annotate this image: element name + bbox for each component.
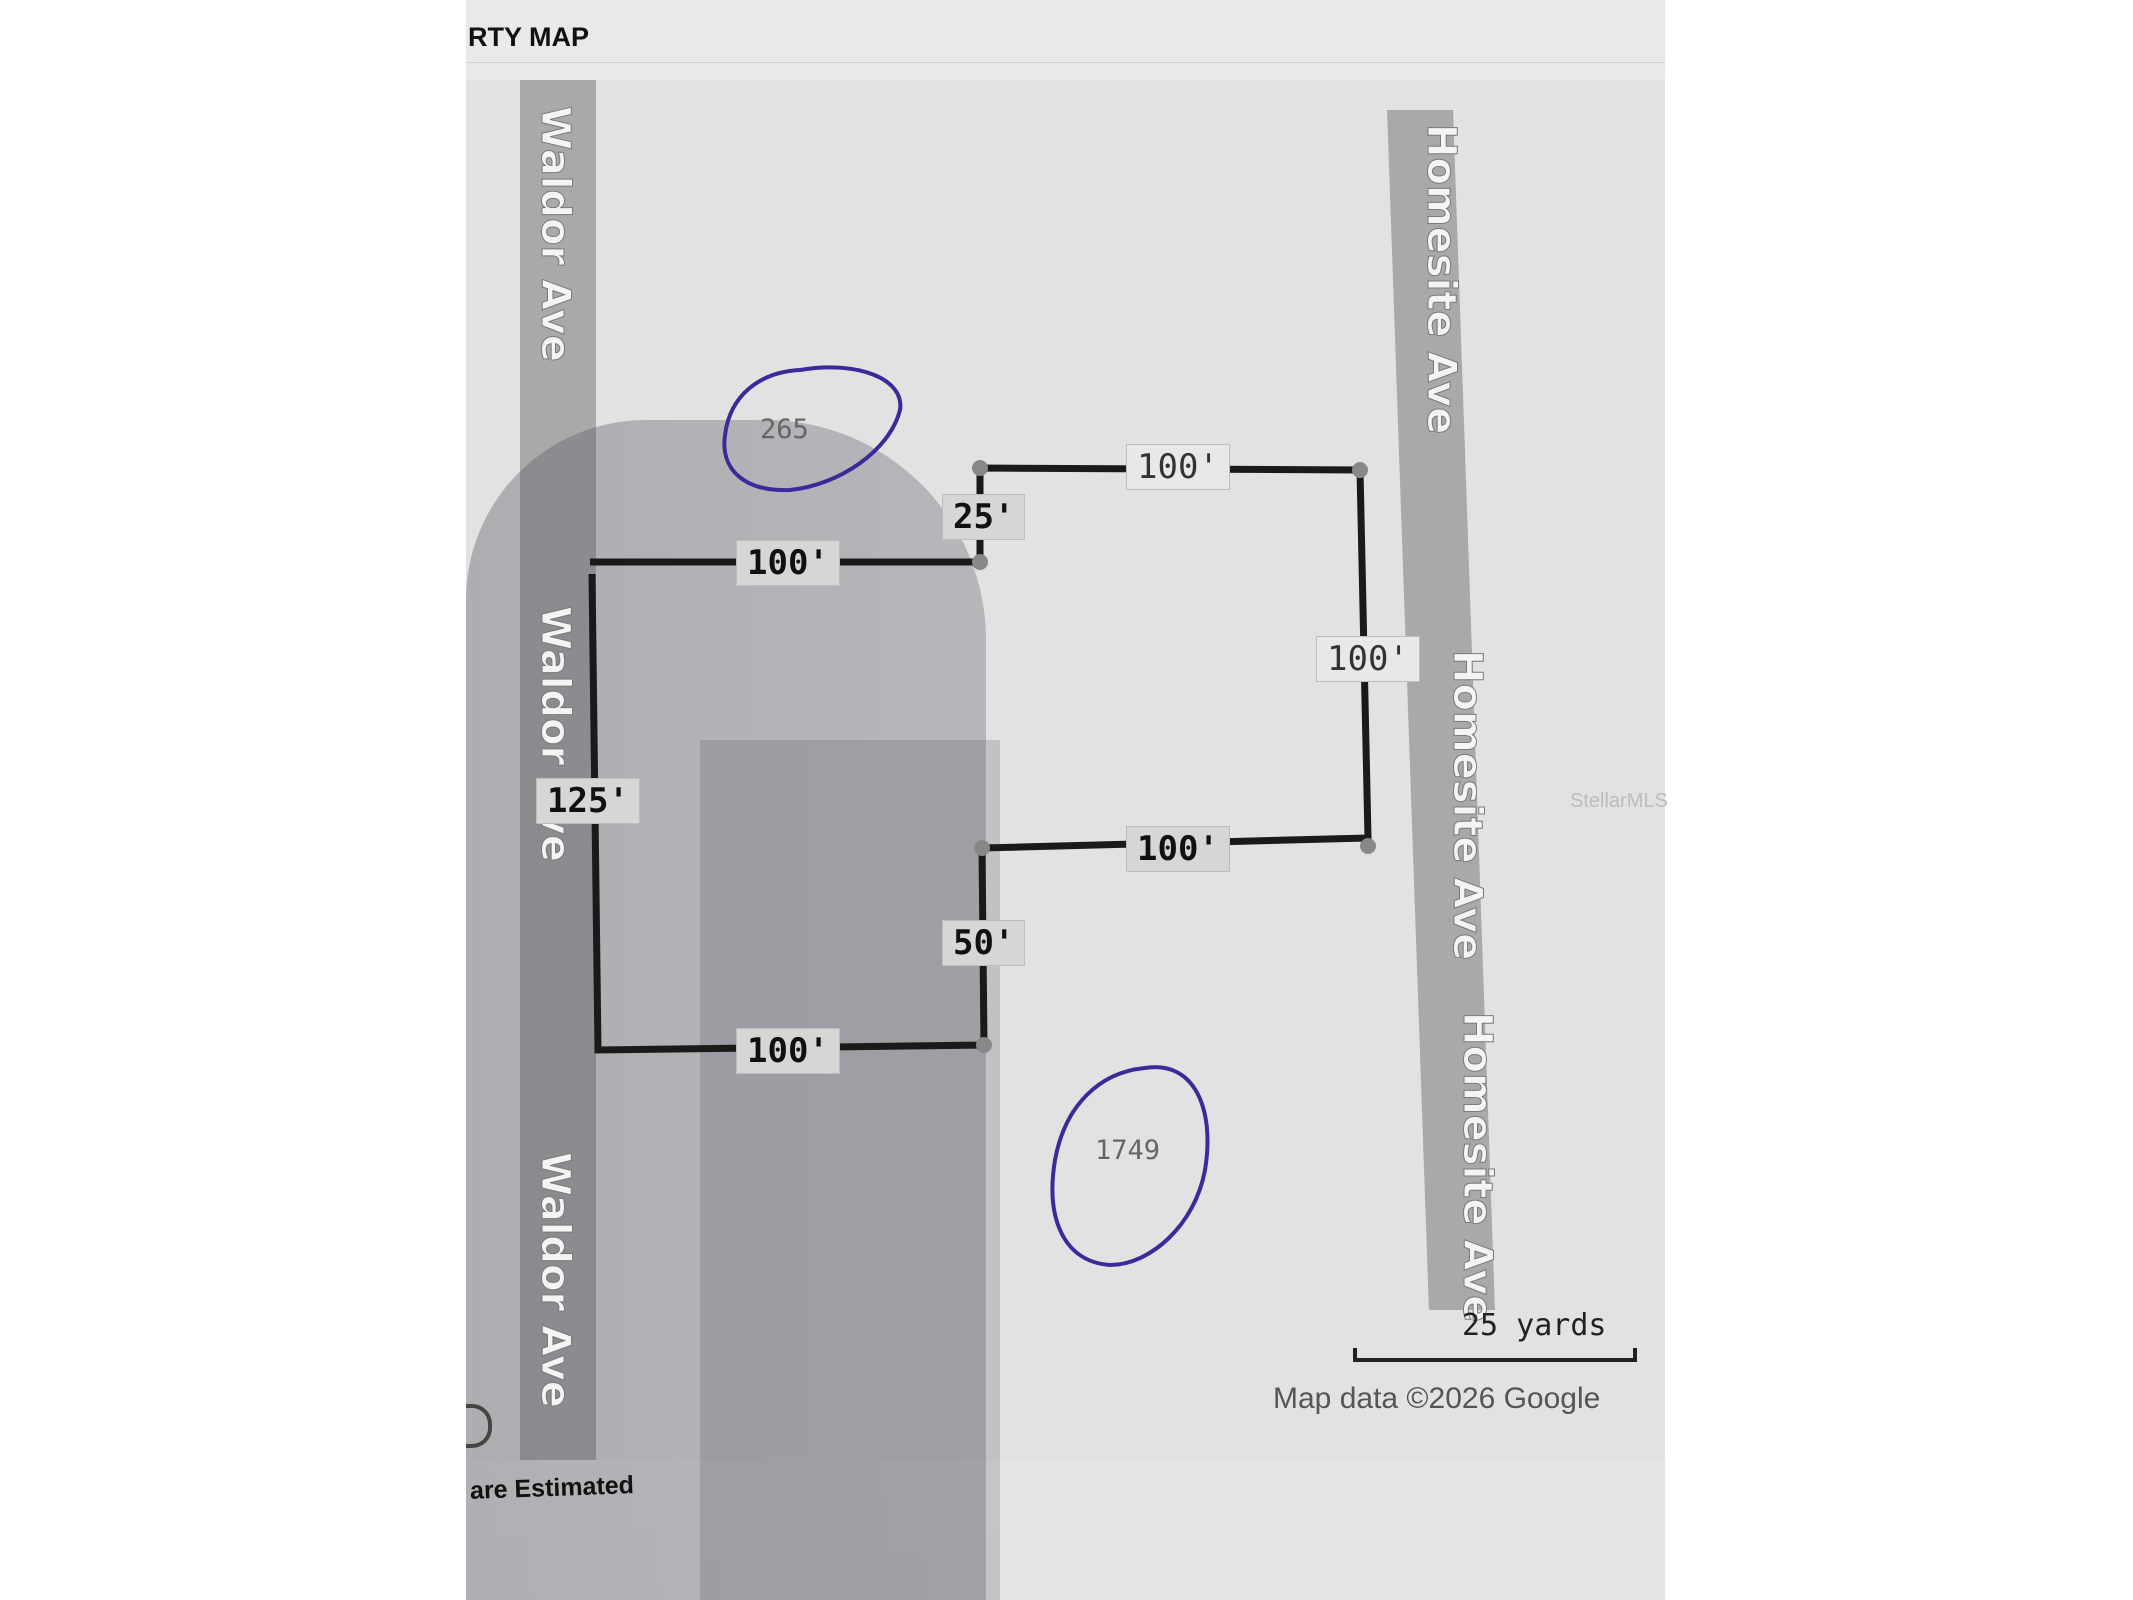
photo-shadow-lower [700, 740, 1000, 1600]
boundary-vertex [976, 1037, 992, 1053]
map-attribution: Map data ©2026 Google [1273, 1382, 1601, 1415]
header-divider [466, 62, 1665, 63]
dimension-label-top-right: 100' [1126, 444, 1230, 490]
circle-265 [722, 365, 903, 493]
dimension-label-top-left: 100' [736, 540, 840, 586]
footer-note: are Estimated [469, 1471, 635, 1505]
dimension-label-middle: 100' [1126, 826, 1230, 872]
scale-label: 25 yards [1462, 1308, 1607, 1343]
dimension-label-left: 125' [536, 778, 640, 824]
scale-bar [1353, 1348, 1637, 1362]
dimension-label-notch: 25' [942, 494, 1026, 540]
road-waldor [520, 80, 596, 1460]
dimension-label-step: 50' [942, 920, 1026, 966]
watermark: StellarMLS [1570, 790, 1668, 812]
parcel-number-265: 265 [760, 414, 809, 445]
dimension-label-right: 100' [1316, 636, 1420, 682]
boundary-vertex [972, 460, 988, 476]
boundary-vertex [1352, 462, 1368, 478]
circle-1749 [1050, 1065, 1210, 1268]
boundary-vertex [974, 840, 990, 856]
dimension-label-bottom: 100' [736, 1028, 840, 1074]
google-logo-icon [466, 1404, 492, 1448]
photo-shadow [466, 420, 986, 1600]
boundary-vertex [972, 554, 988, 570]
boundary-vertex [1360, 838, 1376, 854]
page-title: RTY MAP [468, 22, 590, 52]
parcel-number-1749: 1749 [1095, 1135, 1161, 1166]
